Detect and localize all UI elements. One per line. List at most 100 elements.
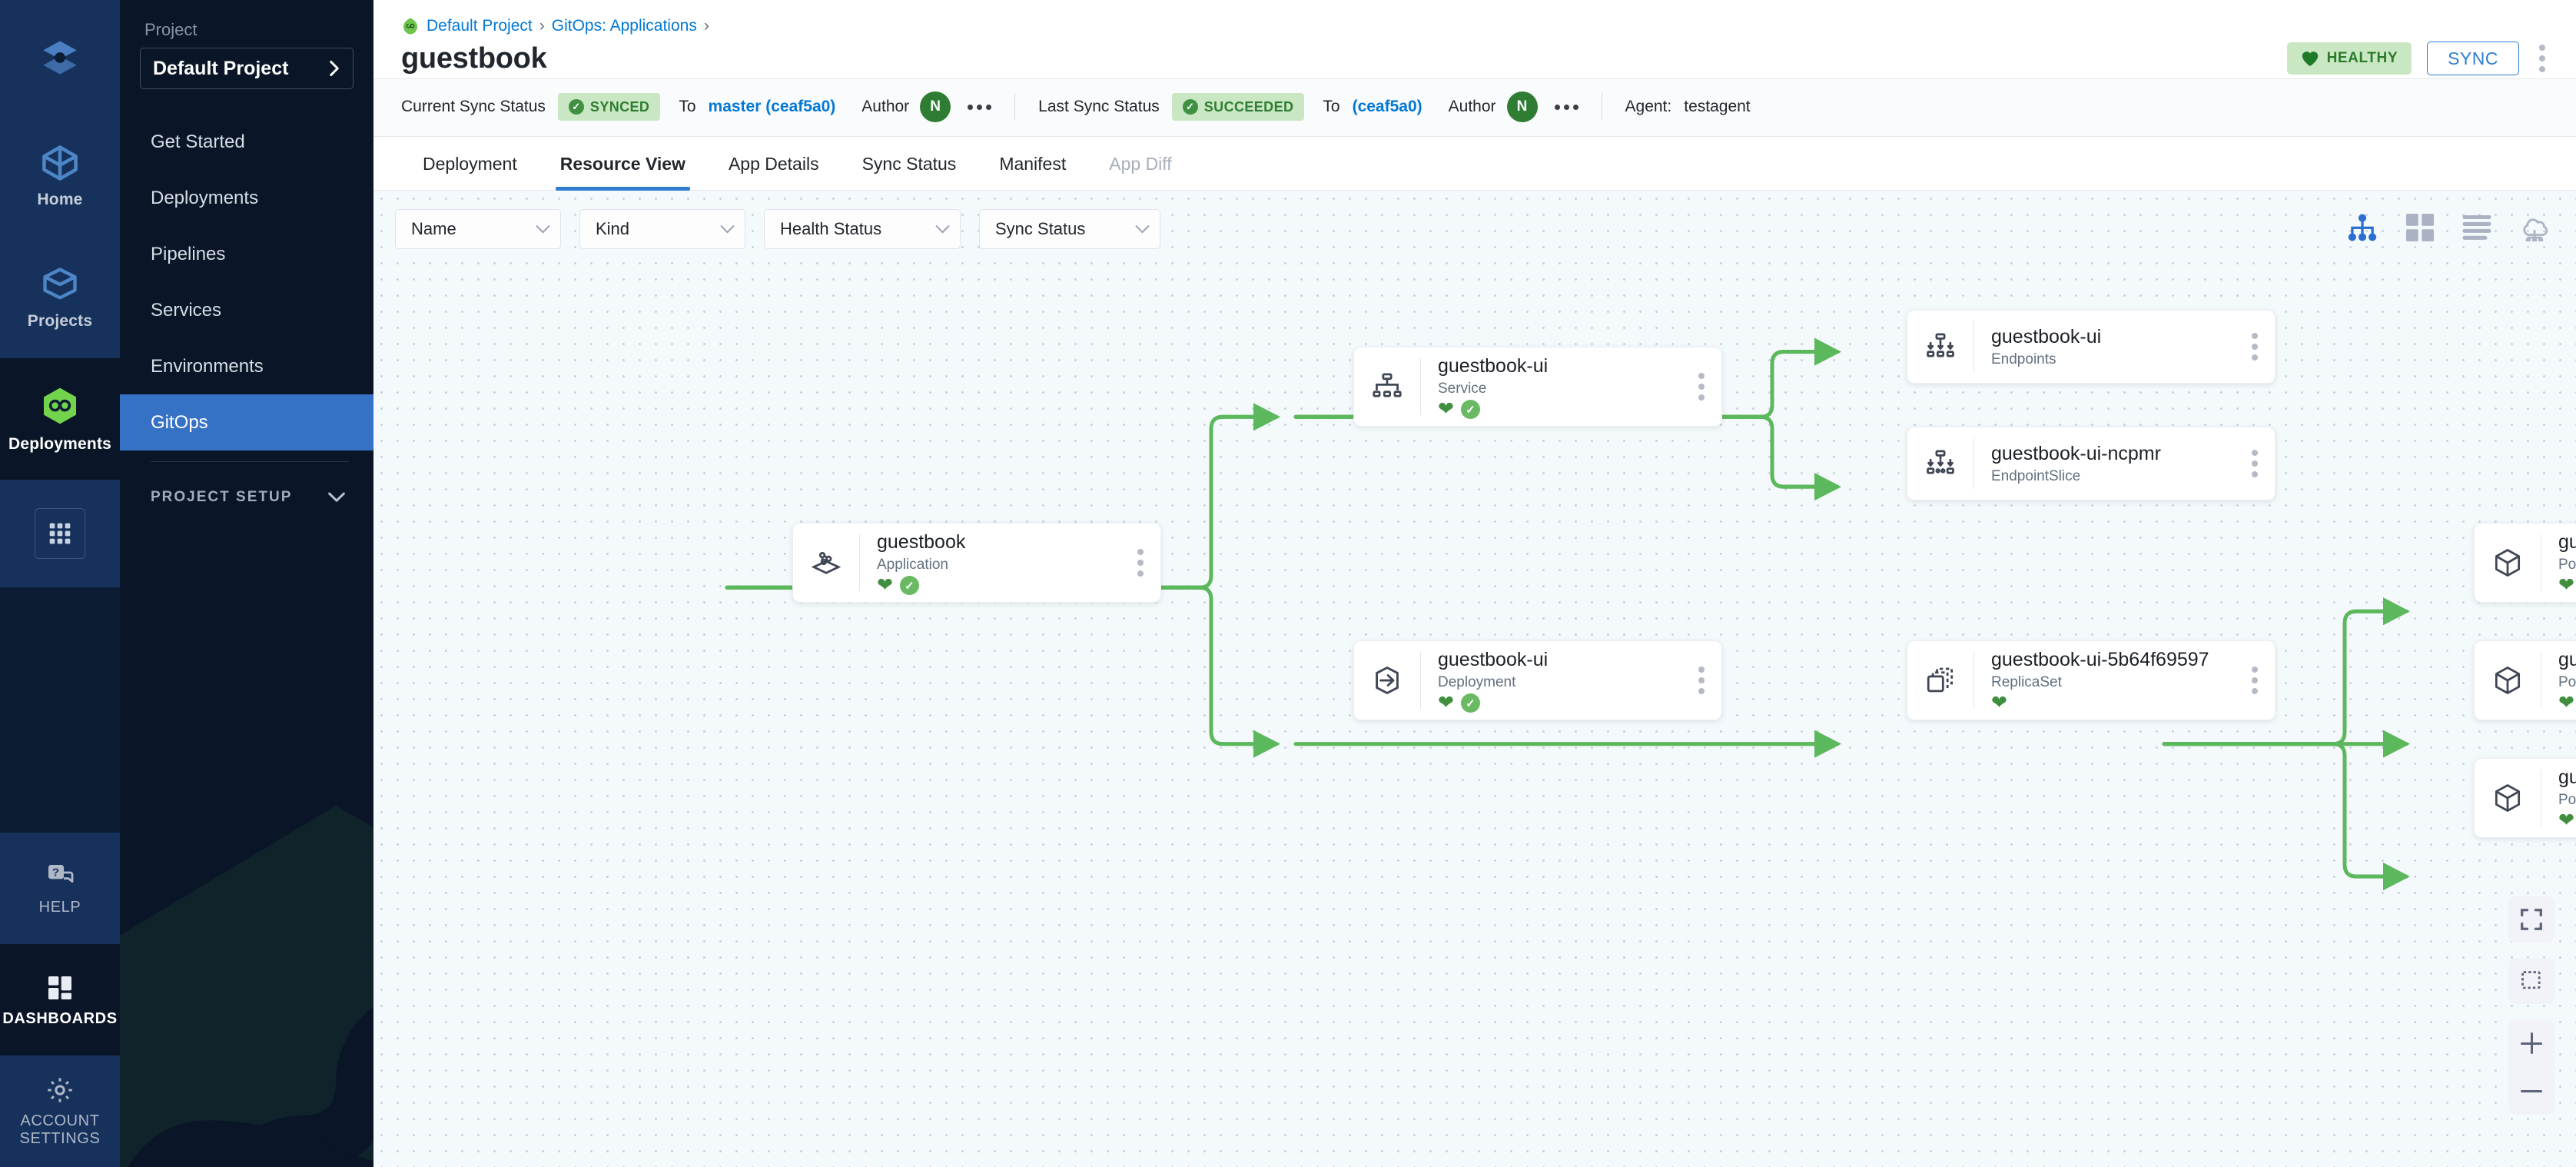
dashboards-icon (48, 976, 71, 999)
agent-label: Agent: (1625, 98, 1672, 115)
rail-item-projects[interactable]: Projects (0, 237, 120, 358)
breadcrumb-link-default-project[interactable]: Default Project (427, 17, 533, 35)
fit-to-screen-icon[interactable] (2508, 896, 2554, 943)
zoom-in-icon[interactable] (2508, 1019, 2554, 1067)
harness-leaf-icon (403, 18, 417, 35)
node-body: guestbook-ui-5b64f6959… Pod ❤ (2541, 531, 2576, 595)
sidebar-item-label: Get Started (151, 131, 245, 152)
filter-kind[interactable]: Kind (579, 209, 745, 249)
filter-health-status[interactable]: Health Status (764, 209, 961, 249)
rail-item-home[interactable]: Home (0, 115, 120, 237)
tab-resource-view[interactable]: Resource View (539, 137, 707, 191)
node-name: guestbook-ui (1438, 648, 1549, 670)
synced-check-icon: ✓ (1460, 693, 1480, 713)
rail-item-help[interactable]: ? HELP (0, 833, 120, 944)
filter-sync-status[interactable]: Sync Status (979, 209, 1160, 249)
ellipsis-horizontal-icon[interactable] (968, 104, 992, 110)
sidebar-item-environments[interactable]: Environments (120, 338, 373, 394)
graph-node-endpoints[interactable]: guestbook-ui Endpoints (1907, 310, 2276, 384)
grid-view-icon[interactable] (2405, 214, 2435, 241)
project-selector[interactable]: Default Project (140, 48, 354, 89)
apps-grid-button[interactable] (0, 480, 120, 587)
current-sync-status-chip: ✓ SYNCED (557, 93, 661, 121)
node-kind: Application (877, 556, 948, 573)
chevron-down-icon (720, 218, 735, 233)
canvas-zoom-controls (2508, 896, 2554, 1115)
node-kebab-menu-icon[interactable] (1694, 373, 1721, 401)
tab-deployment[interactable]: Deployment (423, 154, 517, 174)
sidebar-item-gitops[interactable]: GitOps (120, 394, 373, 451)
node-divider (1420, 358, 1421, 415)
chevron-down-icon (328, 492, 345, 502)
node-badges: ❤ ✓ (1438, 400, 1686, 419)
heart-icon: ❤ (2558, 692, 2574, 713)
edge-replicaset-to-pod3 (2162, 742, 2410, 891)
tab-app-details[interactable]: App Details (728, 154, 819, 174)
avatar-2[interactable]: N (1506, 91, 1538, 122)
breadcrumb-separator-2: › (703, 17, 709, 35)
node-kebab-menu-icon[interactable] (1694, 667, 1721, 694)
avatar[interactable]: N (920, 91, 951, 122)
resource-graph-canvas[interactable]: Name Kind Health Status Sync Status (373, 191, 2576, 1167)
zoom-out-icon[interactable] (2508, 1067, 2554, 1115)
check-icon: ✓ (568, 99, 584, 115)
sidebar-item-get-started[interactable]: Get Started (120, 114, 373, 170)
sidebar-nav: Get Started Deployments Pipelines Servic… (120, 114, 373, 522)
pod-icon (2475, 546, 2541, 580)
current-revision-link[interactable]: master (ceaf5a0) (708, 98, 836, 115)
node-badges: ❤ (2558, 576, 2576, 595)
graph-node-endpointslice[interactable]: guestbook-ui-ncpmr EndpointSlice (1907, 427, 2276, 500)
graph-node-service[interactable]: guestbook-ui Service ❤ ✓ (1353, 347, 1722, 427)
rail-item-label: Deployments (8, 434, 112, 453)
synced-check-icon: ✓ (899, 576, 919, 595)
list-view-icon[interactable] (2462, 215, 2491, 240)
tab-app-diff: App Diff (1109, 154, 1172, 174)
network-view-icon[interactable] (2519, 214, 2550, 241)
graph-node-pod-1[interactable]: guestbook-ui-5b64f6959… Pod ❤ (2474, 523, 2576, 603)
graph-node-pod-3[interactable]: guestbook-ui-5b64f6959… Pod ❤ (2474, 758, 2576, 838)
node-kind: Pod (2558, 556, 2576, 573)
node-kebab-menu-icon[interactable] (2247, 333, 2275, 361)
node-name: guestbook-ui-ncpmr (1991, 442, 2161, 464)
main-content: Default Project › GitOps: Applications ›… (373, 0, 2576, 1167)
zoom-in-out-group (2508, 1019, 2554, 1115)
last-revision-link[interactable]: (ceaf5a0) (1352, 98, 1422, 115)
sidebar-item-services[interactable]: Services (120, 282, 373, 338)
last-to-label: To (1323, 98, 1340, 115)
status-divider (1014, 93, 1016, 121)
filter-name[interactable]: Name (395, 209, 561, 249)
graph-node-pod-2[interactable]: guestbook-ui-5b64f6959… Pod ❤ (2474, 640, 2576, 720)
tab-manifest[interactable]: Manifest (999, 154, 1067, 174)
sidebar-item-deployments[interactable]: Deployments (120, 170, 373, 226)
sidebar-item-pipelines[interactable]: Pipelines (120, 226, 373, 282)
sidebar-project-setup-label: PROJECT SETUP (151, 489, 293, 505)
graph-node-application[interactable]: guestbook Application ❤ ✓ (792, 523, 1161, 603)
rail-item-account-settings[interactable]: ACCOUNT SETTINGS (0, 1056, 120, 1167)
breadcrumb-separator: › (539, 17, 545, 35)
node-kebab-menu-icon[interactable] (1133, 549, 1160, 577)
node-kebab-menu-icon[interactable] (2247, 450, 2275, 477)
harness-logo[interactable] (0, 0, 120, 115)
tree-view-icon[interactable] (2347, 214, 2378, 241)
deployment-icon (1354, 663, 1420, 698)
project-selector-name: Default Project (153, 57, 289, 79)
rail-item-dashboards[interactable]: DASHBOARDS (0, 944, 120, 1056)
filter-name-label: Name (411, 219, 456, 238)
sidebar-project-setup[interactable]: PROJECT SETUP (120, 473, 373, 522)
ellipsis-horizontal-icon-2[interactable] (1554, 104, 1578, 110)
edge-app-to-deployment (725, 585, 1280, 758)
kebab-menu-icon[interactable] (2535, 38, 2550, 78)
node-kebab-menu-icon[interactable] (2247, 667, 2275, 694)
node-name: guestbook-ui (1991, 325, 2102, 347)
selection-box-icon[interactable] (2508, 958, 2554, 1004)
rail-item-deployments[interactable]: Deployments (0, 358, 120, 480)
filter-kind-label: Kind (596, 219, 630, 238)
page-title: guestbook (401, 42, 547, 75)
tab-sync-status[interactable]: Sync Status (861, 154, 957, 174)
breadcrumb-link-gitops-applications[interactable]: GitOps: Applications (551, 17, 697, 35)
graph-node-deployment[interactable]: guestbook-ui Deployment ❤ ✓ (1353, 640, 1722, 720)
node-body: guestbook-ui-5b64f6959… Pod ❤ (2541, 766, 2576, 830)
sync-button[interactable]: SYNC (2427, 42, 2519, 75)
graph-node-replicaset[interactable]: guestbook-ui-5b64f69597 ReplicaSet ❤ (1907, 640, 2276, 720)
